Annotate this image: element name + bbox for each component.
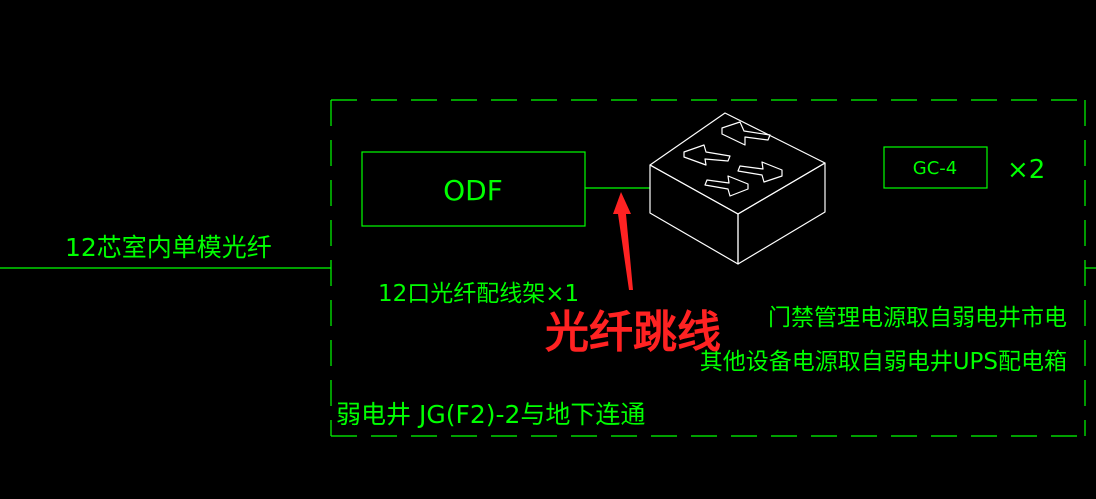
fiber-cable-label: 12芯室内单模光纤 — [65, 233, 272, 262]
odf-caption: 12口光纤配线架×1 — [378, 281, 579, 307]
red-arrow-icon — [613, 192, 633, 290]
power-note-line-1: 门禁管理电源取自弱电井市电 — [768, 305, 1067, 331]
odf-label: ODF — [443, 174, 503, 207]
power-note-line-2: 其他设备电源取自弱电井UPS配电箱 — [700, 349, 1067, 375]
odf-box — [361, 151, 586, 227]
shaft-room-label: 弱电井 JG(F2)-2与地下连通 — [336, 400, 645, 429]
shaft-boundary — [330, 99, 1086, 437]
gc-box-label: GC-4 — [913, 158, 957, 179]
gc-box — [883, 146, 988, 189]
annotation-label: 光纤跳线 — [545, 307, 721, 358]
network-switch-icon — [649, 112, 826, 265]
gc-multiplier: ×2 — [1007, 155, 1045, 185]
